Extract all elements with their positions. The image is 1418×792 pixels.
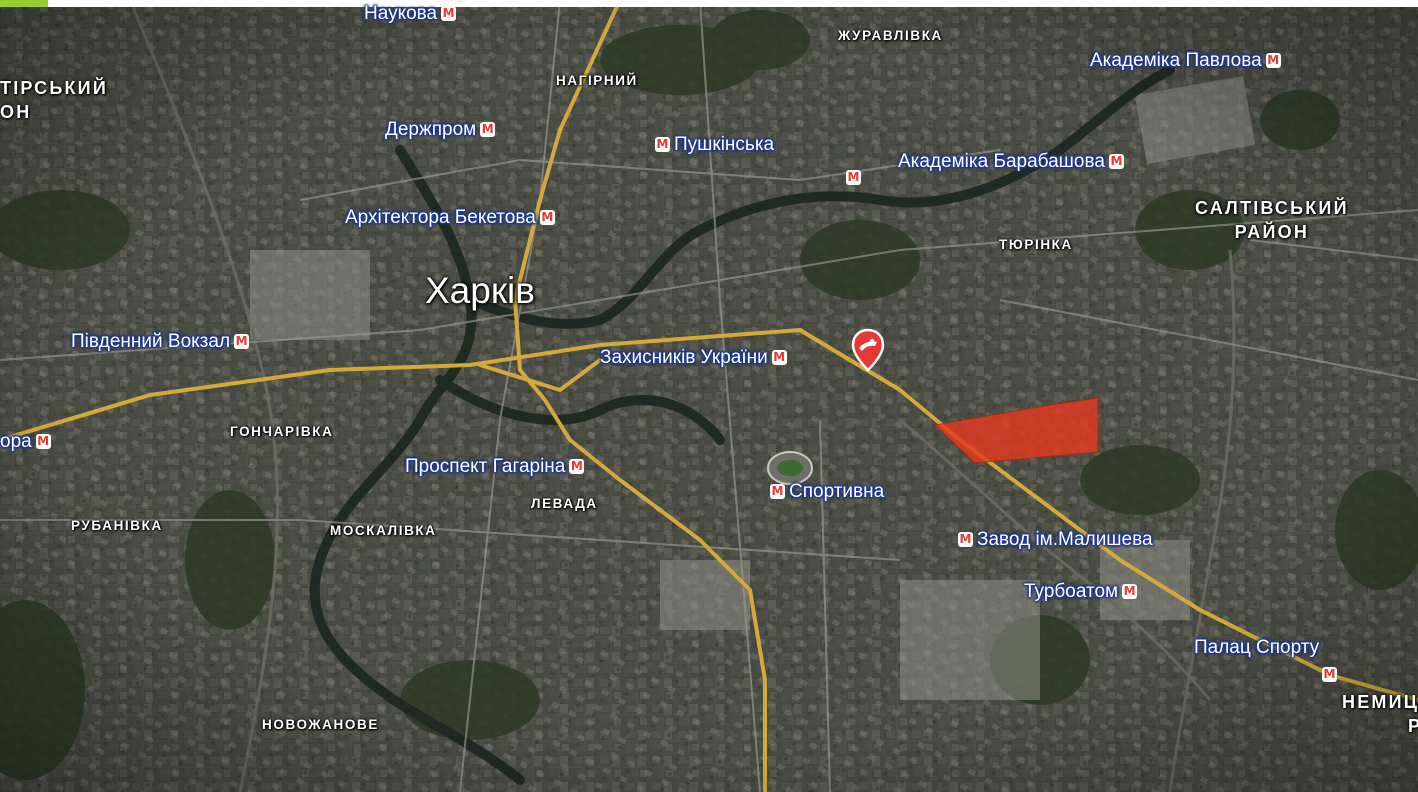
metro-icon: М (480, 122, 496, 137)
station-zavod-malysheva[interactable]: М Завод ім.Малишева (958, 529, 1153, 551)
station-barabashova-marker[interactable]: М (846, 170, 861, 188)
metro-icon: М (655, 137, 670, 152)
district-honcharivka: ГОНЧАРІВКА (230, 424, 334, 439)
sushi-restaurant-pin-icon[interactable] (850, 328, 886, 372)
station-zavod-malysheva-label: Завод ім.Малишева (977, 529, 1153, 550)
district-nemyshlianskyi: НЕМИЦ Р (1342, 690, 1418, 738)
top-accent (0, 0, 48, 7)
station-partial-left-label: ора (0, 431, 32, 452)
metro-icon: М (846, 170, 861, 185)
metro-icon: М (1108, 154, 1124, 169)
station-prospekt-haharina-label: Проспект Гагаріна (405, 456, 566, 477)
city-label: Харків (425, 270, 535, 311)
metro-icon: М (770, 484, 785, 499)
station-akademika-barabashova-label: Академіка Барабашова (898, 151, 1105, 172)
metro-icon: М (539, 210, 555, 225)
district-saltivskyi-line1: САЛТІВСЬКИЙ (1195, 198, 1349, 218)
metro-icon: М (958, 532, 973, 547)
district-saltivskyi: САЛТІВСЬКИЙ РАЙОН (1195, 196, 1349, 244)
metro-icon: М (1122, 584, 1138, 599)
station-pushkinska[interactable]: М Пушкінська (655, 134, 774, 156)
top-band (0, 0, 1418, 7)
station-zakhysnykiv-ukrainy-label: Захисників України (600, 347, 768, 368)
station-palats-sportu-marker[interactable]: М (1322, 667, 1337, 685)
district-novozhanove: НОВОЖАНОВЕ (262, 717, 379, 732)
station-pivdennyi-vokzal-label: Південний Вокзал (71, 331, 231, 352)
metro-icon: М (35, 434, 51, 449)
district-rubanivka: РУБАНІВКА (71, 518, 163, 533)
metro-icon: М (1265, 53, 1281, 68)
metro-icon: М (771, 350, 787, 365)
district-levada: ЛЕВАДА (531, 496, 598, 511)
station-turboatom-label: Турбоатом (1024, 581, 1119, 602)
station-pushkinska-label: Пушкінська (674, 134, 775, 155)
metro-icon: М (441, 6, 457, 21)
district-zhuravlivka: ЖУРАВЛІВКА (838, 28, 943, 43)
district-moskalivka: МОСКАЛІВКА (330, 523, 437, 538)
station-palats-sportu[interactable]: Палац Спорту (1194, 637, 1319, 659)
district-saltivskyi-line2: РАЙОН (1234, 222, 1310, 242)
metro-icon: М (1322, 667, 1337, 682)
district-shevchenkivskyi: ТІРСЬКИЙ ОН (0, 76, 108, 124)
district-nahirnyi: НАГІРНИЙ (556, 73, 638, 88)
metro-icon: М (234, 334, 250, 349)
metro-icon: М (569, 459, 585, 474)
station-akademika-pavlova-label: Академіка Павлова (1090, 50, 1262, 71)
station-sportyvna-label: Спортивна (789, 481, 885, 502)
station-derzhprom-label: Держпром (385, 119, 477, 140)
district-tiurynka: ТЮРІНКА (999, 237, 1073, 252)
district-nemyshlianskyi-line2: Р (1408, 716, 1418, 736)
district-shevchenkivskyi-line2: ОН (0, 102, 32, 122)
station-sportyvna[interactable]: М Спортивна (770, 481, 884, 503)
district-shevchenkivskyi-line1: ТІРСЬКИЙ (0, 78, 108, 98)
station-naukova-label: Наукова (364, 3, 438, 24)
district-nemyshlianskyi-line1: НЕМИЦ (1342, 692, 1418, 712)
station-palats-sportu-label: Палац Спорту (1194, 637, 1320, 658)
station-arkhitektora-beketova-label: Архітектора Бекетова (345, 207, 536, 228)
